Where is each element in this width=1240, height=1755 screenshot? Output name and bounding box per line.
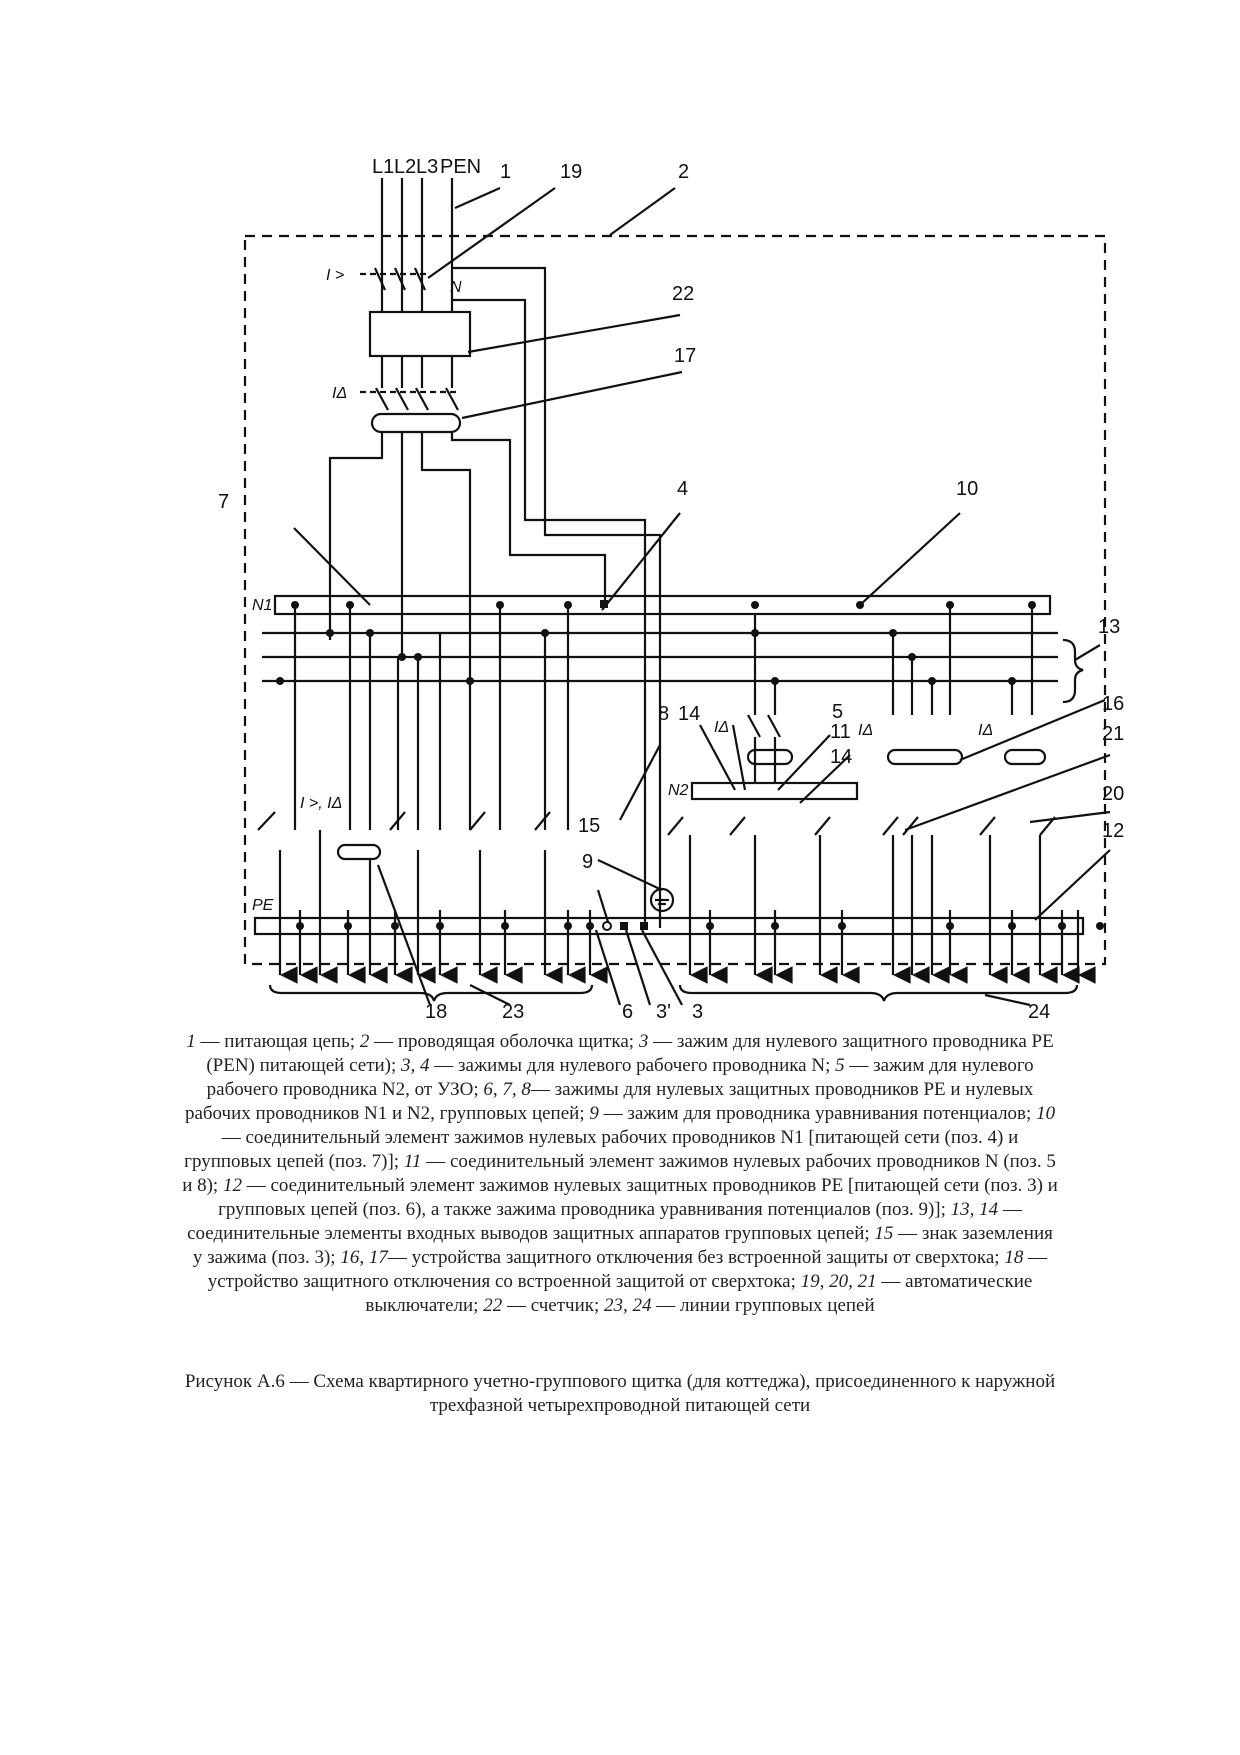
callout-3-prime: 3' <box>656 1001 671 1023</box>
callout-14a: 14 <box>678 703 700 725</box>
wiring-diagram: L1 L2 L3 PEN I > N IΔ N1 N2 PE I >, IΔ I… <box>218 156 1124 1023</box>
input-l3: L3 <box>416 156 438 178</box>
legend-item-text: — знак заземления у зажима (поз. 3); <box>192 1223 1053 1268</box>
callout-3: 3 <box>692 1001 703 1023</box>
legend-item-text: — соединительный элемент зажимов нулевых… <box>182 1151 1056 1196</box>
legend-item-number: 10 <box>1036 1103 1056 1124</box>
callout-16: 16 <box>1102 693 1124 715</box>
legend-item-text: — зажим для нулевого рабочего проводника… <box>206 1055 1034 1100</box>
callout-7: 7 <box>218 491 229 513</box>
label-combo: I >, IΔ <box>300 795 342 812</box>
legend-item-number: 3, 4 <box>401 1055 430 1076</box>
enclosure <box>243 234 1107 966</box>
callout-20: 20 <box>1102 783 1124 805</box>
legend-item-number: 16, 17 <box>340 1247 388 1268</box>
callout-8: 8 <box>658 703 669 725</box>
legend-item-text: — зажимы для нулевых защитных проводнико… <box>184 1079 1034 1124</box>
legend-item-text: — устройства защитного отключения без вс… <box>387 1247 1005 1268</box>
legend-item-number: 9 <box>589 1103 599 1124</box>
callout-21: 21 <box>1102 723 1124 745</box>
callout-18: 18 <box>425 1001 447 1023</box>
legend-item-number: 18 <box>1004 1247 1024 1268</box>
legend-item-text: — соединительный элемент зажимов нулевых… <box>218 1175 1058 1220</box>
legend-item-text: — устройство защитного отключения со вст… <box>207 1247 1048 1292</box>
callout-12: 12 <box>1102 820 1124 842</box>
n2-bus <box>690 781 859 801</box>
label-n2: N2 <box>668 782 689 799</box>
figure-legend: 1 — питающая цепь; 2 — проводящая оболоч… <box>180 1030 1060 1318</box>
legend-item-text: — зажим для проводника уравнивания потен… <box>598 1103 1037 1124</box>
legend-item-number: 2 <box>359 1031 370 1052</box>
legend-item-text: — зажим для нулевого защитного проводник… <box>206 1031 1054 1076</box>
legend-item-number: 11 <box>403 1151 422 1172</box>
callout-14b: 14 <box>830 746 852 768</box>
label-overcurrent: I > <box>326 267 344 284</box>
callout-1: 1 <box>500 161 511 183</box>
label-n1: N1 <box>252 597 272 614</box>
callout-17: 17 <box>674 345 696 367</box>
callout-6: 6 <box>622 1001 633 1023</box>
callout-23: 23 <box>502 1001 524 1023</box>
callout-13: 13 <box>1098 616 1120 638</box>
legend-item-number: 15 <box>874 1223 894 1244</box>
callout-19: 19 <box>560 161 582 183</box>
pe-bus <box>253 916 1085 936</box>
callout-10: 10 <box>956 478 978 500</box>
input-l2: L2 <box>394 156 416 178</box>
figure-caption: Рисунок А.6 — Схема квартирного учетно-г… <box>184 1371 1056 1416</box>
legend-item-text: — счетчик; <box>502 1295 605 1316</box>
callout-15: 15 <box>578 815 600 837</box>
rcd-16 <box>886 748 964 766</box>
callout-4: 4 <box>677 478 688 500</box>
legend-item-number: 23, 24 <box>604 1295 652 1316</box>
label-rcd-16: IΔ <box>858 722 873 739</box>
legend-item-number: 6, 7, 8 <box>483 1079 531 1100</box>
legend-item-number: 12 <box>222 1175 242 1196</box>
label-pe: PE <box>252 897 274 914</box>
label-rcd-17: IΔ <box>332 385 347 402</box>
legend-item-text: — питающая цепь; <box>195 1031 360 1052</box>
callout-11: 11 <box>830 721 851 743</box>
rcd-17 <box>370 412 462 434</box>
rcd-14 <box>746 748 794 766</box>
callout-9: 9 <box>582 851 593 873</box>
legend-item-text: — соединительный элемент зажимов нулевых… <box>184 1127 1019 1172</box>
legend-item-number: 1 <box>186 1031 196 1052</box>
callout-22: 22 <box>672 283 694 305</box>
legend-item-text: — проводящая оболочка щитка; <box>369 1031 639 1052</box>
n1-bus <box>273 594 1052 616</box>
legend-item-text: — автоматические выключатели; <box>365 1271 1033 1316</box>
rcd-right <box>1003 748 1047 766</box>
combo-device-18 <box>336 843 382 861</box>
legend-item-number: 5 <box>835 1055 845 1076</box>
legend-item-number: 22 <box>483 1295 503 1316</box>
callout-5: 5 <box>832 701 843 723</box>
callout-2: 2 <box>678 161 689 183</box>
meter-22 <box>368 310 472 358</box>
label-n-tap: N <box>450 279 462 296</box>
callout-24: 24 <box>1028 1001 1050 1023</box>
input-pen: PEN <box>440 156 481 178</box>
label-rcd-right: IΔ <box>978 722 993 739</box>
legend-item-text: — соединительные элементы входных выводо… <box>187 1199 1022 1244</box>
legend-item-number: 19, 20, 21 <box>800 1271 877 1292</box>
legend-item-number: 13, 14 <box>950 1199 999 1220</box>
input-l1: L1 <box>372 156 394 178</box>
legend-item-number: 3 <box>638 1031 649 1052</box>
legend-item-text: — линии групповых цепей <box>651 1295 875 1316</box>
label-rcd-14: IΔ <box>714 719 729 736</box>
legend-item-text: — зажимы для нулевого рабочего проводник… <box>429 1055 836 1076</box>
